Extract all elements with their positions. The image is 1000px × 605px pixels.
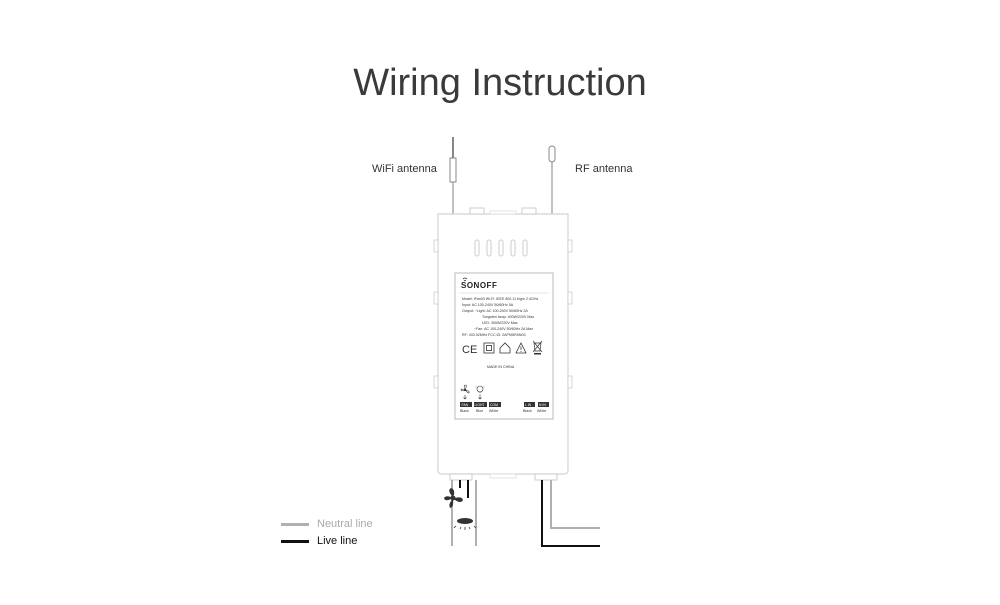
class-ii-icon (483, 342, 495, 354)
legend-live: Live line (281, 535, 357, 547)
vent-slots (474, 239, 528, 257)
svg-text:White: White (537, 409, 546, 413)
rf-antenna (548, 145, 556, 214)
wifi-antenna-label: WiFi antenna (372, 163, 437, 175)
ce-mark-icon: CE (462, 344, 477, 356)
svg-text:Black: Black (523, 409, 532, 413)
label-line-4: LED: 300W/220V Max (482, 321, 518, 325)
output-wires (451, 480, 477, 546)
label-line-0: Model: iFan03 Wi-Fi: IEEE 802.11 b/g/n 2… (462, 297, 538, 301)
terminal-light: LIGHT Blue (474, 402, 487, 413)
live-line-label: Live line (317, 535, 358, 547)
page-title: Wiring Instruction (353, 62, 647, 104)
live-line-swatch (281, 539, 309, 543)
device-label: SONOFF Model: iFan03 Wi-Fi: IEEE 802.11 … (454, 272, 554, 420)
neutral-line-label: Neutral line (317, 518, 373, 530)
wifi-mark-icon (462, 277, 468, 282)
label-line-3: Tungsten lamp: 400W/220V Max (482, 315, 534, 319)
brand-logo: SONOFF (461, 281, 497, 290)
legend-neutral: Neutral line (281, 518, 373, 530)
input-wires (541, 480, 600, 547)
svg-text:FAN: FAN (462, 403, 469, 407)
svg-text:L IN: L IN (525, 403, 532, 407)
terminal-fan: FAN Black (460, 402, 472, 413)
wifi-antenna (449, 137, 457, 214)
svg-text:N IN: N IN (539, 403, 546, 407)
ceiling-fan-icon (444, 488, 463, 508)
label-line-5: ~Fan: AC 100-240V 50/60Hz 2A Max (474, 327, 533, 331)
fan-icon (460, 384, 470, 400)
ceiling-light-icon (453, 518, 477, 530)
made-in-label: MADE IN CHINA (487, 365, 515, 369)
label-line-1: Input: AC 100-240V 50/60Hz 5A (462, 303, 514, 307)
weee-bin-icon (532, 340, 543, 355)
svg-text:Black: Black (460, 409, 469, 413)
bulb-icon (475, 385, 485, 400)
svg-text:White: White (489, 409, 498, 413)
rf-antenna-label: RF antenna (575, 163, 633, 175)
label-line-2: Output: ~Light: AC 100-240V 50/60Hz 2A (462, 309, 528, 313)
svg-text:LIGHT: LIGHT (475, 403, 485, 407)
neutral-line-swatch (281, 522, 309, 526)
svg-text:CE: CE (462, 344, 477, 356)
svg-text:Blue: Blue (476, 409, 483, 413)
warning-icon (515, 342, 527, 354)
terminal-l-in: L IN Black (523, 402, 535, 413)
terminal-com: COM White (489, 402, 501, 413)
terminal-n-in: N IN White (537, 402, 549, 413)
indoor-icon (499, 342, 511, 354)
svg-text:COM: COM (490, 403, 498, 407)
label-line-6: RF: 433.92MHz FCC ID: 2APN5IFAN03 (462, 333, 526, 337)
